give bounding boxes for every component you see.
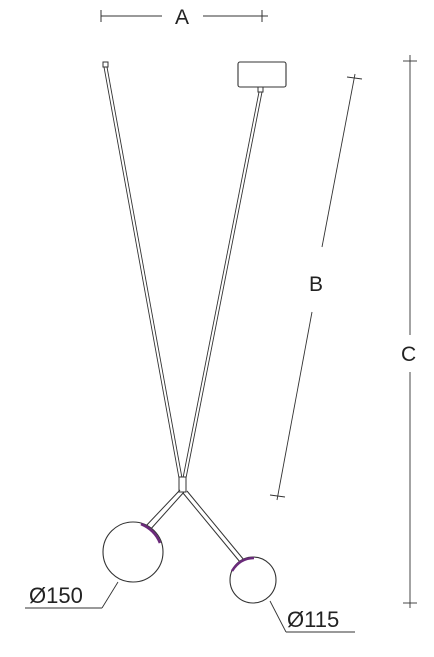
dimension-a-label: A bbox=[175, 6, 189, 29]
diameter-large-label: Ø150 bbox=[29, 583, 83, 608]
diameter-large-callout bbox=[25, 581, 119, 609]
central-connector bbox=[178, 476, 187, 493]
left-arm-edge-b bbox=[148, 491, 185, 532]
ceiling-canopy bbox=[237, 61, 287, 88]
suspension-cables bbox=[103, 66, 263, 479]
diameter-small-label: Ø115 bbox=[287, 607, 339, 632]
small-shade-socket-accent bbox=[230, 556, 255, 572]
right-arm-edge-a bbox=[182, 492, 241, 563]
right-cable-inner bbox=[185, 91, 263, 479]
dimension-c-label: C bbox=[401, 343, 416, 366]
dimension-b-line-upper bbox=[321, 73, 356, 248]
left-cable-inner bbox=[106, 66, 183, 479]
lamp-arms bbox=[143, 489, 245, 563]
dimension-b-tick-top bbox=[346, 76, 363, 80]
left-anchor-point bbox=[102, 61, 109, 68]
left-arm-edge-a bbox=[143, 489, 181, 529]
dimension-c bbox=[403, 55, 417, 608]
left-cable-outer bbox=[103, 66, 180, 479]
diameter-large-leader bbox=[101, 581, 119, 609]
large-shade-socket-accent bbox=[140, 522, 162, 544]
large-glass-shade bbox=[102, 521, 164, 583]
dimension-b bbox=[269, 73, 363, 501]
dimension-b-label: B bbox=[309, 273, 323, 296]
right-cable-outer bbox=[182, 91, 260, 479]
dimension-b-line-lower bbox=[276, 311, 313, 501]
diameter-small-callout bbox=[269, 600, 355, 633]
diameter-small-leader bbox=[269, 600, 287, 633]
right-arm-edge-b bbox=[186, 490, 245, 561]
canopy-cable-grip bbox=[257, 86, 264, 93]
dimension-a bbox=[100, 10, 268, 22]
dimension-b-tick-bottom bbox=[269, 494, 286, 498]
